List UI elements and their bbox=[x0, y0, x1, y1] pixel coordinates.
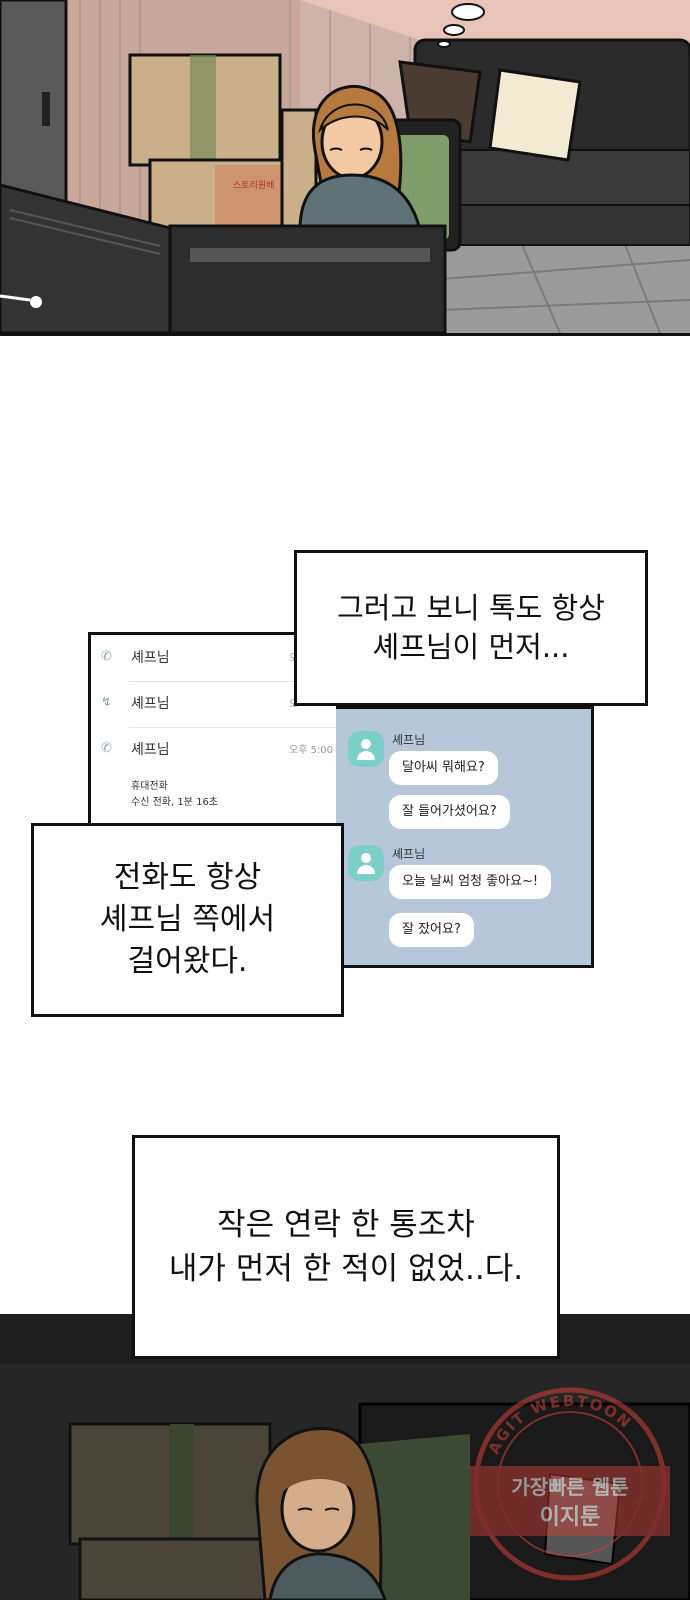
call-log-entry: ↯ 셰프님 오 bbox=[91, 681, 337, 725]
narration-line: 작은 연락 한 통조차 bbox=[217, 1207, 475, 1243]
narration-box: 작은 연락 한 통조차 내가 먼저 한 적이 없었..다. bbox=[132, 1135, 560, 1359]
caller-name: 셰프님 bbox=[131, 696, 170, 712]
chat-message-bubble: 달아씨 뭐해요? bbox=[389, 751, 498, 785]
chat-screen-card: 셰프님 달아씨 뭐해요? 잘 들어가셨어요? 셰프님 오늘 날씨 엄청 좋아요~… bbox=[336, 706, 594, 968]
chat-message-bubble: 잘 들어가셨어요? bbox=[389, 795, 510, 829]
narration-line: 전화도 항상 bbox=[113, 860, 262, 895]
watermark-line: 가장빠른 웹툰 bbox=[511, 1475, 628, 1499]
chat-message-bubble: 오늘 날씨 엄청 좋아요~! bbox=[389, 865, 552, 899]
row-divider bbox=[129, 681, 337, 682]
watermark-seal: AGIT WEBTOON 가장빠른 웹툰 이지툰 bbox=[470, 1384, 670, 1584]
row-divider bbox=[129, 727, 337, 728]
box-label: 스토리원베 bbox=[233, 180, 274, 191]
narration-line: 내가 먼저 한 적이 없었..다. bbox=[168, 1251, 524, 1287]
call-time: 오 bbox=[289, 695, 298, 710]
call-detail-info: 수신 전화, 1분 16초 bbox=[131, 797, 219, 808]
narration-line: 그러고 보니 톡도 항상 bbox=[337, 591, 605, 625]
missed-call-icon: ↯ bbox=[101, 695, 112, 710]
narration-line: 셰프님이 먼저... bbox=[372, 630, 570, 664]
chat-message-bubble: 잘 잤어요? bbox=[389, 913, 474, 947]
narration-box: 그러고 보니 톡도 항상 셰프님이 먼저... bbox=[294, 550, 648, 706]
top-comic-panel: 스토리원베 bbox=[0, 0, 690, 336]
watermark-line: 이지툰 bbox=[540, 1505, 601, 1530]
caller-name: 셰프님 bbox=[131, 650, 170, 666]
avatar-icon bbox=[348, 731, 384, 767]
bottom-comic-panel bbox=[0, 1314, 690, 1600]
call-log-entry: ✆ 셰프님 오후 5:00 bbox=[91, 727, 337, 771]
call-detail-type: 휴대전화 bbox=[131, 781, 168, 792]
narration-line: 걸어왔다. bbox=[127, 944, 248, 979]
office-scene-dark-illustration bbox=[0, 1314, 690, 1600]
phone-icon: ✆ bbox=[101, 649, 112, 664]
office-scene-illustration: 스토리원베 bbox=[0, 0, 690, 333]
phone-icon: ✆ bbox=[101, 741, 112, 756]
call-time: 오후 5:00 bbox=[289, 745, 334, 756]
narration-line: 셰프님 쪽에서 bbox=[99, 902, 276, 937]
caller-name: 셰프님 bbox=[131, 742, 170, 758]
narration-box: 전화도 항상 셰프님 쪽에서 걸어왔다. bbox=[31, 823, 344, 1017]
chat-sender-name: 셰프님 bbox=[392, 847, 426, 861]
avatar-icon bbox=[348, 845, 384, 881]
chat-sender-name: 셰프님 bbox=[392, 733, 426, 747]
